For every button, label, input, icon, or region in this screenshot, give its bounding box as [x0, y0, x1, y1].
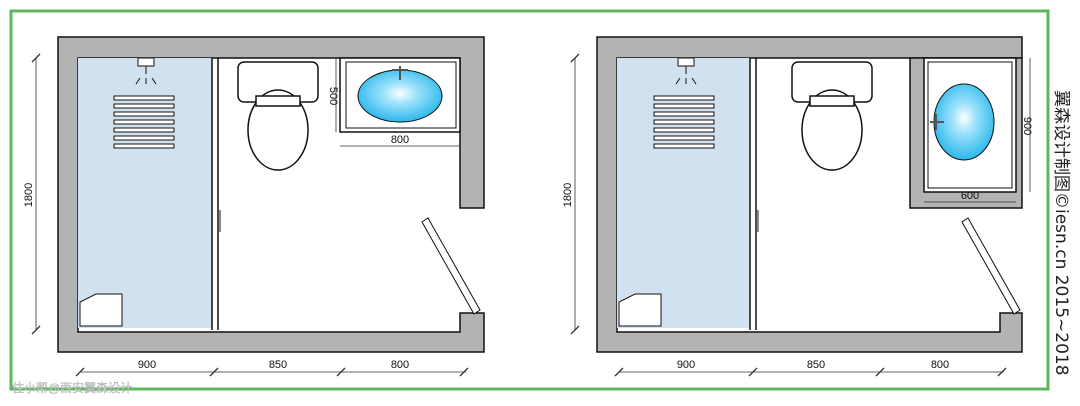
entry-door: [961, 217, 1021, 315]
plan-a: 900 850 800 1800 500 800: [23, 36, 485, 377]
dimensions: [31, 53, 469, 377]
dim-sink-depth: 500: [327, 87, 339, 105]
dim-sink-zone-width: 800: [391, 359, 409, 371]
corner-seat: [79, 293, 123, 327]
drain-grate-icon: [653, 95, 715, 149]
dim-sink-width: 800: [391, 134, 409, 146]
entry-door: [421, 217, 481, 315]
dim-shower-width: 900: [138, 359, 156, 371]
dim-depth: 1800: [23, 183, 35, 207]
dim-shower-width: 900: [677, 359, 695, 371]
watermark: 住小帮@西安翼森设计: [12, 380, 132, 395]
dim-toilet-width: 850: [807, 359, 825, 371]
dim-sink-depth: 900: [1021, 117, 1033, 135]
shower-area: [78, 58, 212, 328]
toilet-icon: [791, 61, 873, 171]
dim-toilet-width: 850: [269, 359, 287, 371]
dim-sink-width: 600: [961, 190, 979, 202]
shower-area: [617, 58, 750, 328]
wall: [57, 36, 485, 353]
plan-b: 900 850 800 1800 900 600: [562, 36, 1033, 377]
toilet-icon: [237, 61, 319, 171]
side-credit: 翼森设计制图©iesn.cn 2015~2018: [1051, 90, 1071, 376]
drain-grate-icon: [113, 95, 175, 149]
corner-seat: [618, 293, 662, 327]
sink-icon: [339, 57, 461, 133]
wall: [596, 36, 1023, 353]
dim-depth: 1800: [562, 183, 574, 207]
dim-sink-zone-width: 800: [931, 359, 949, 371]
green-frame: [9, 9, 1050, 391]
sink-icon: [923, 57, 1017, 193]
shower-head-icon: [675, 57, 697, 85]
shower-head-icon: [135, 57, 157, 85]
dimensions: [570, 53, 1031, 377]
